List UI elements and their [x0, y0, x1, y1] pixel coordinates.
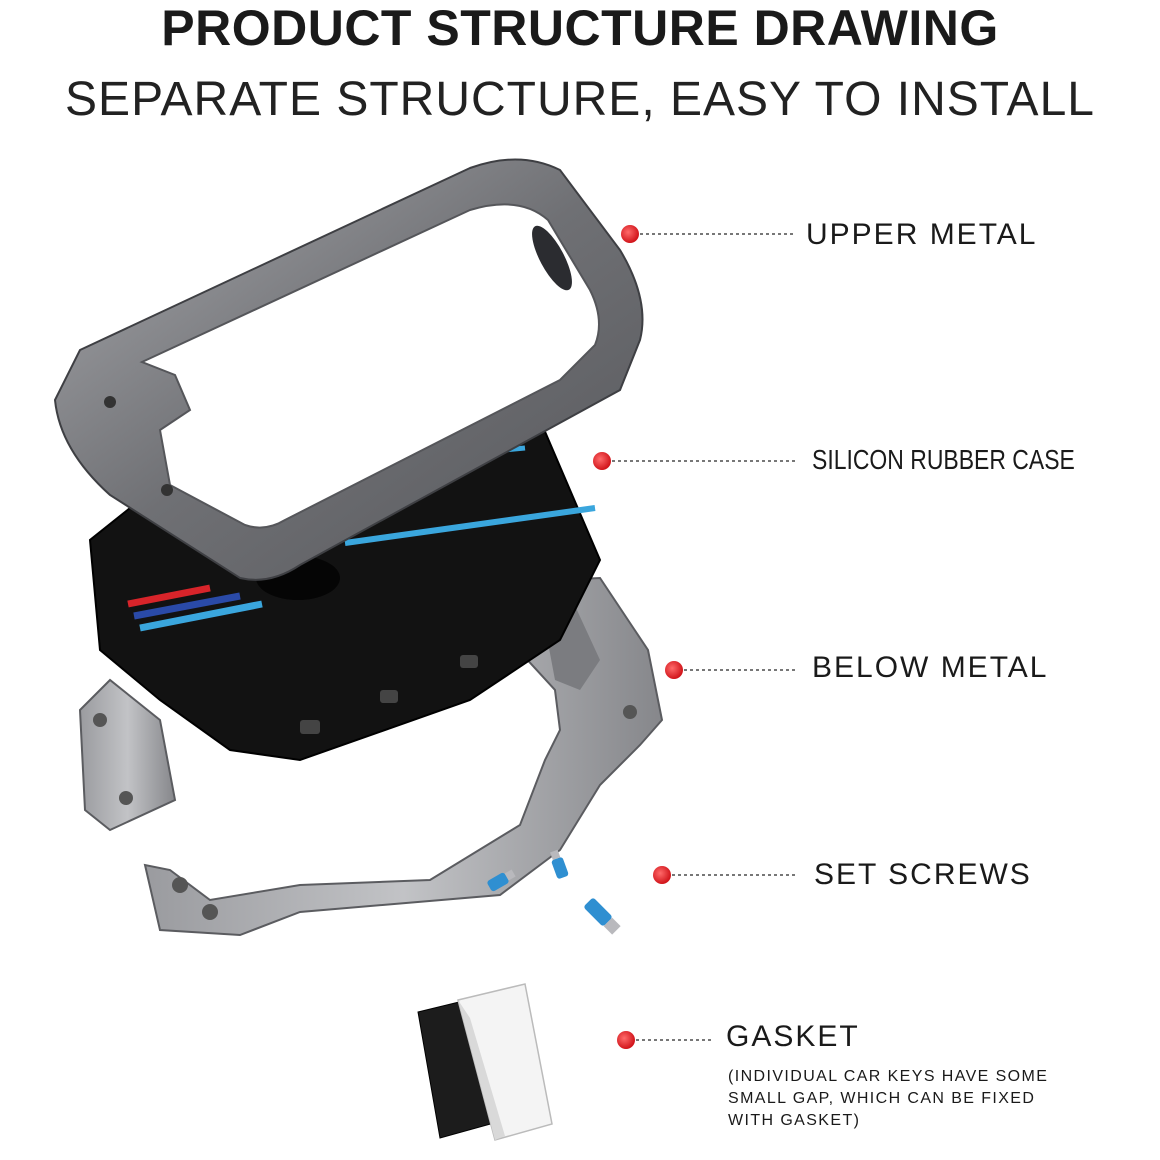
marker-dot	[617, 1031, 635, 1049]
gasket-pieces	[417, 983, 553, 1141]
callout-set-screws	[653, 866, 798, 884]
gasket-note-line: SMALL GAP, WHICH CAN BE FIXED	[728, 1090, 1036, 1107]
label-below-metal: BELOW METAL	[812, 651, 1049, 684]
page-subtitle: SEPARATE STRUCTURE, EASY TO INSTALL	[65, 73, 1095, 126]
gasket-note: (INDIVIDUAL CAR KEYS HAVE SOME SMALL GAP…	[728, 1066, 1048, 1132]
marker-dot	[653, 866, 671, 884]
callout-gasket	[617, 1031, 712, 1049]
gasket-note-line: WITH GASKET)	[728, 1112, 861, 1129]
marker-dot	[665, 661, 683, 679]
page-title: PRODUCT STRUCTURE DRAWING	[161, 0, 999, 56]
upper-metal-frame	[53, 158, 644, 581]
marker-dot	[593, 452, 611, 470]
label-gasket: GASKET	[726, 1020, 860, 1053]
label-upper-metal: UPPER METAL	[806, 218, 1038, 251]
gasket-note-line: (INDIVIDUAL CAR KEYS HAVE SOME	[728, 1068, 1049, 1085]
label-silicon-rubber-case: SILICON RUBBER CASE	[812, 444, 1075, 475]
marker-dot	[621, 225, 639, 243]
callout-silicon-rubber-case	[593, 452, 795, 470]
label-set-screws: SET SCREWS	[814, 858, 1032, 891]
callout-upper-metal	[621, 225, 795, 243]
callout-below-metal	[665, 661, 795, 679]
